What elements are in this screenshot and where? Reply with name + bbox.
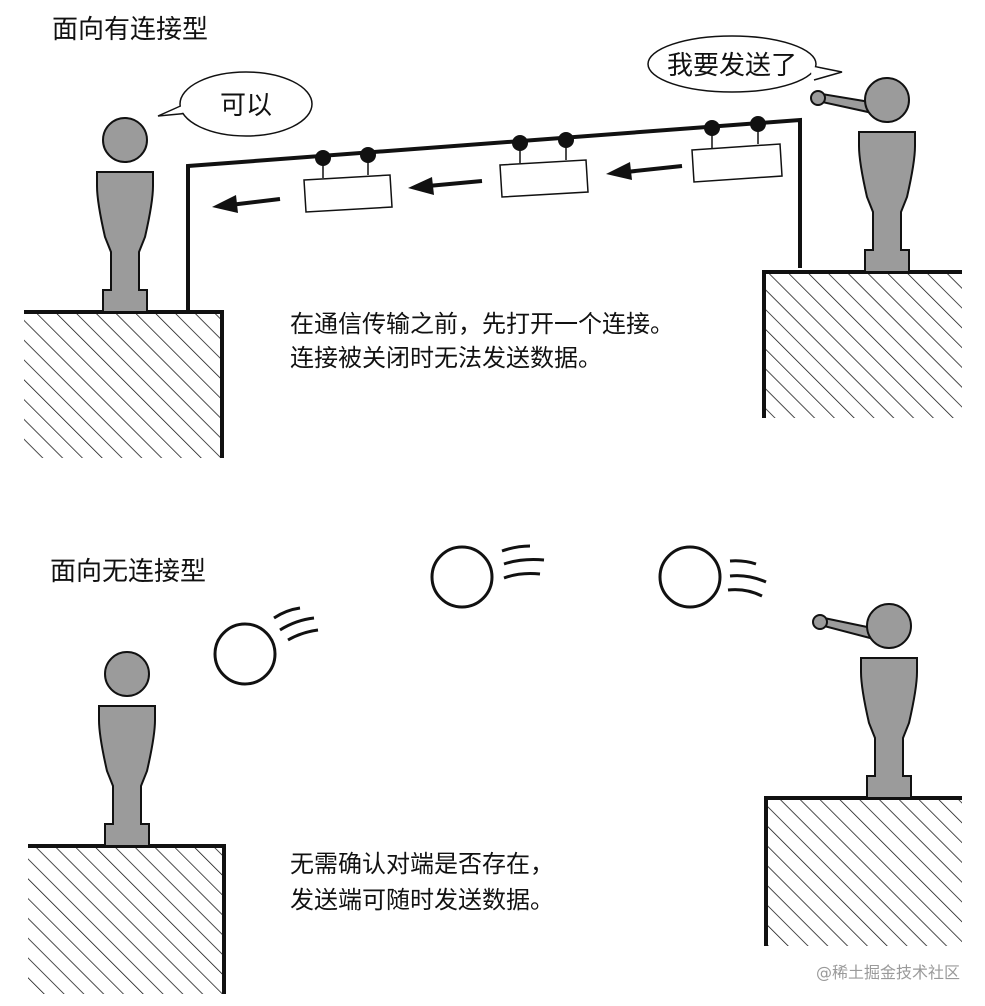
datagram-3 [658,545,767,609]
packet-1 [303,147,393,213]
packet-2 [499,132,589,198]
connectionless-panel: 面向无连接型 [28,544,962,994]
receiver-person-top [96,117,154,313]
left-cliff-top [24,310,224,458]
sender-speech-bubble: 我要发送了 [647,35,843,93]
connectionless-caption-line2: 发送端可随时发送数据。 [290,886,554,914]
right-cliff-top [762,270,962,418]
arrow-1 [212,195,281,213]
receiver-person-bottom [98,651,156,847]
sender-person-bottom [812,603,918,799]
left-cliff-bottom [28,844,226,994]
packet-3 [691,116,783,183]
sender-person-top [810,77,916,273]
connection-oriented-caption-line1: 在通信传输之前，先打开一个连接。 [290,310,674,338]
datagram-1 [213,606,319,686]
datagram-2 [430,544,545,609]
receiver-speech-text: 可以 [220,91,272,121]
connection-line [186,117,802,310]
receiver-speech-bubble: 可以 [157,71,313,137]
connectionless-caption-line1: 无需确认对端是否存在， [290,850,554,878]
connection-oriented-caption-line2: 连接被关闭时无法发送数据。 [290,344,602,372]
connection-oriented-panel: 面向有连接型 [24,15,962,458]
arrow-3 [606,162,683,180]
arrow-2 [408,177,483,195]
connection-oriented-title: 面向有连接型 [52,15,208,45]
right-cliff-bottom [764,796,962,946]
watermark-text: @稀土掘金技术社区 [816,963,960,982]
sender-speech-text: 我要发送了 [667,51,797,81]
connectionless-title: 面向无连接型 [50,557,206,587]
